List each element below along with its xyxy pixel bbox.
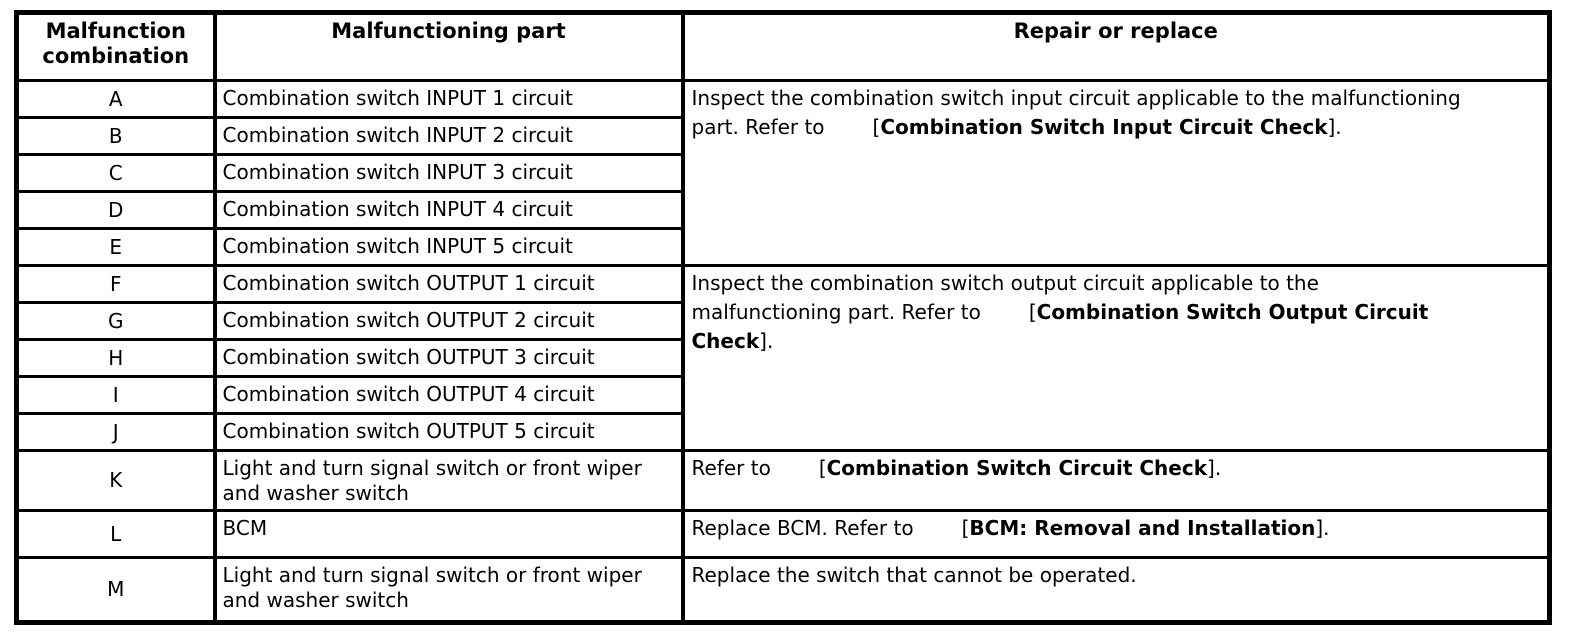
table-row-a: A Combination switch INPUT 1 circuit Ins…	[14, 79, 1552, 267]
bracket-open: [	[872, 115, 881, 139]
table-row-h: H Combination switch OUTPUT 3 circuit	[14, 338, 1550, 378]
repair-cell-input-group: Inspect the combination switch input cir…	[680, 79, 1552, 267]
repair-link-bcm-removal[interactable]: BCM: Removal and Installation	[969, 516, 1316, 540]
combo-cell-k: K	[14, 449, 217, 512]
repair-text: Replace BCM. Refer to	[691, 516, 914, 540]
table-row-d: D Combination switch INPUT 4 circuit	[14, 190, 1550, 230]
bracket-open: [	[1028, 300, 1037, 324]
table-row-m: M Light and turn signal switch or front …	[14, 556, 1552, 624]
combo-cell-c: C	[14, 153, 217, 193]
part-cell-g: Combination switch OUTPUT 2 circuit	[212, 301, 685, 341]
part-cell-j: Combination switch OUTPUT 5 circuit	[212, 412, 685, 452]
repair-link-circuit-check[interactable]: Combination Switch Circuit Check	[826, 456, 1208, 480]
part-cell-a: Combination switch INPUT 1 circuit	[212, 79, 685, 119]
header-malfunction-combination: Malfunction combination	[14, 11, 217, 82]
combo-cell-h: H	[14, 338, 217, 378]
table-row-k: K Light and turn signal switch or front …	[14, 449, 1552, 512]
part-cell-d: Combination switch INPUT 4 circuit	[212, 190, 685, 230]
part-cell-e: Combination switch INPUT 5 circuit	[212, 227, 685, 267]
part-cell-k: Light and turn signal switch or front wi…	[212, 449, 685, 512]
part-cell-f: Combination switch OUTPUT 1 circuit	[212, 264, 685, 304]
table-row-f: F Combination switch OUTPUT 1 circuit In…	[14, 264, 1552, 452]
part-cell-h: Combination switch OUTPUT 3 circuit	[212, 338, 685, 378]
repair-text: Replace the switch that cannot be operat…	[691, 563, 1137, 587]
repair-cell-k: Refer to [Combination Switch Circuit Chec…	[680, 449, 1552, 512]
repair-cell-m: Replace the switch that cannot be operat…	[680, 556, 1552, 624]
repair-link-output-circuit-check[interactable]: Combination Switch Output Circuit Check	[691, 300, 1429, 353]
bracket-open: [	[818, 456, 827, 480]
header-repair-or-replace: Repair or replace	[680, 11, 1552, 82]
bracket-close: ].	[1207, 456, 1222, 480]
combo-cell-a: A	[14, 79, 217, 119]
bracket-close: ].	[1315, 516, 1330, 540]
combo-cell-b: B	[14, 116, 217, 156]
combo-cell-m: M	[14, 556, 217, 624]
header-malfunctioning-part: Malfunctioning part	[212, 11, 685, 82]
bracket-close: ].	[759, 329, 774, 353]
part-cell-b: Combination switch INPUT 2 circuit	[212, 116, 685, 156]
repair-cell-output-group: Inspect the combination switch output ci…	[680, 264, 1552, 452]
repair-text: Inspect the combination switch output ci…	[691, 271, 1319, 324]
combo-cell-i: I	[14, 375, 217, 415]
bracket-open: [	[961, 516, 970, 540]
repair-cell-l: Replace BCM. Refer to [BCM: Removal and I…	[680, 509, 1552, 559]
table-row-j: J Combination switch OUTPUT 5 circuit	[14, 412, 1550, 452]
part-cell-i: Combination switch OUTPUT 4 circuit	[212, 375, 685, 415]
combo-cell-l: L	[14, 509, 217, 559]
part-cell-m: Light and turn signal switch or front wi…	[212, 556, 685, 624]
table-row-i: I Combination switch OUTPUT 4 circuit	[14, 375, 1550, 415]
table-row-c: C Combination switch INPUT 3 circuit	[14, 153, 1550, 193]
table-row-e: E Combination switch INPUT 5 circuit	[14, 227, 1550, 267]
table-row-g: G Combination switch OUTPUT 2 circuit	[14, 301, 1550, 341]
header-row: Malfunction combination Malfunctioning p…	[14, 11, 1552, 82]
part-cell-l: BCM	[212, 509, 685, 559]
bracket-close: ].	[1327, 115, 1342, 139]
table-row-l: L BCM Replace BCM. Refer to [BCM: Removal…	[14, 509, 1552, 559]
repair-text: Refer to	[691, 456, 771, 480]
combo-cell-g: G	[14, 301, 217, 341]
part-cell-c: Combination switch INPUT 3 circuit	[212, 153, 685, 193]
malfunction-table: Malfunction combination Malfunctioning p…	[14, 10, 1552, 625]
table-row-b: B Combination switch INPUT 2 circuit	[14, 116, 1550, 156]
repair-text: Inspect the combination switch input cir…	[691, 86, 1461, 139]
combo-cell-f: F	[14, 264, 217, 304]
combo-cell-j: J	[14, 412, 217, 452]
repair-link-input-circuit-check[interactable]: Combination Switch Input Circuit Check	[880, 115, 1328, 139]
combo-cell-e: E	[14, 227, 217, 267]
combo-cell-d: D	[14, 190, 217, 230]
